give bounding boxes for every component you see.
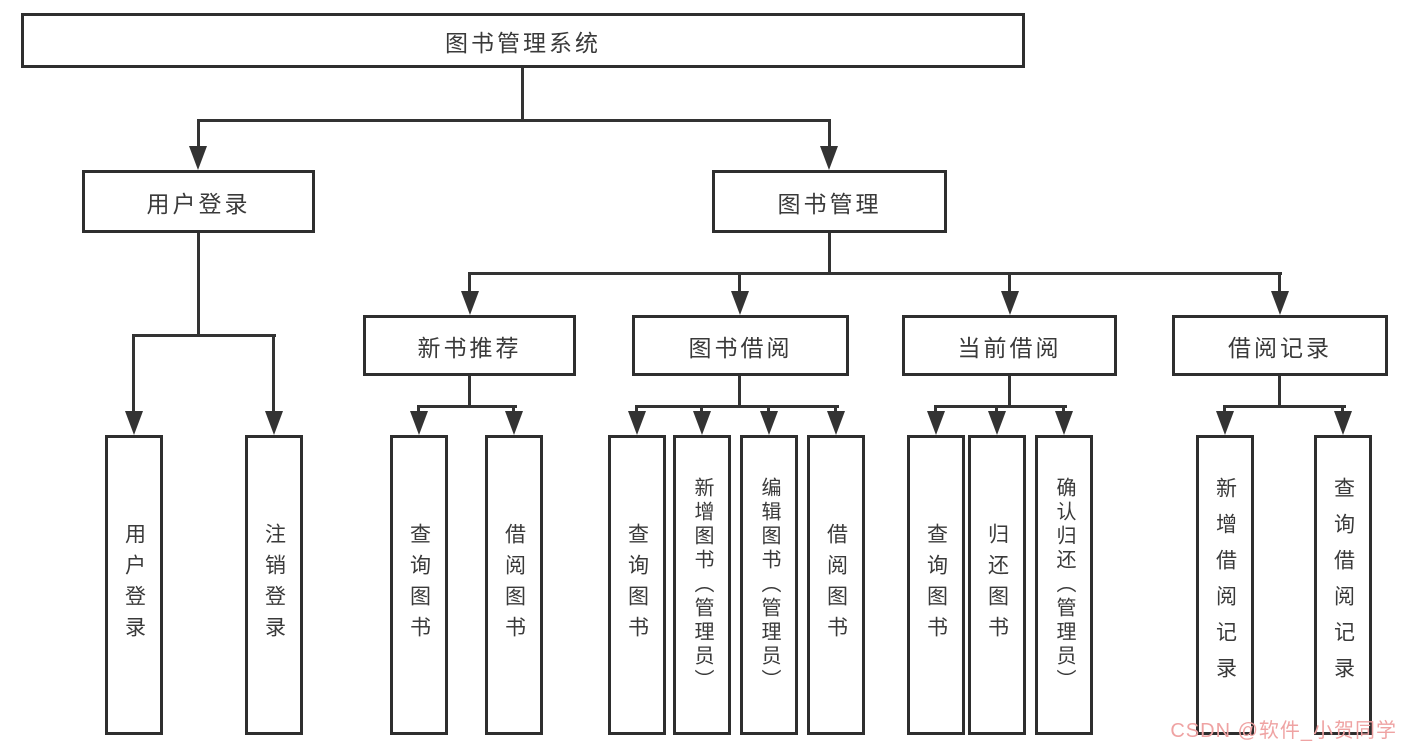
node-user-login: 用户登录 [82,170,315,233]
connector-line [934,405,1067,408]
connector-line [272,334,275,414]
arrow-down-icon [265,411,283,435]
connector-line [132,334,135,414]
connector-line [468,272,1282,275]
connector-line [468,272,471,293]
connector-line [834,405,837,414]
leaf-user-login: 用户登录 [105,435,163,735]
leaf-borrow-books: 借阅图书 [807,435,865,735]
leaf-query-books: 查询图书 [608,435,666,735]
connector-line [512,405,515,414]
arrow-down-icon [461,291,479,315]
arrow-down-icon [927,411,945,435]
arrow-down-icon [760,411,778,435]
leaf-add-books-admin: 新增图书（管理员） [673,435,731,735]
leaf-logout: 注销登录 [245,435,303,735]
leaf-query-borrow-record: 查询借阅记录 [1314,435,1372,735]
node-current-borrow: 当前借阅 [902,315,1117,376]
node-new-book-recommend: 新书推荐 [363,315,576,376]
leaf-query-books: 查询图书 [907,435,965,735]
leaf-borrow-books: 借阅图书 [485,435,543,735]
arrow-down-icon [820,146,838,170]
connector-line [417,405,420,414]
connector-line [468,376,471,407]
arrow-down-icon [410,411,428,435]
csdn-watermark: CSDN @软件_小贺同学 [1170,720,1397,742]
arrow-down-icon [1271,291,1289,315]
arrow-down-icon [1334,411,1352,435]
arrow-down-icon [1001,291,1019,315]
connector-line [417,405,517,408]
node-book-borrow: 图书借阅 [632,315,849,376]
connector-line [521,68,524,120]
connector-line [767,405,770,414]
connector-line [828,119,831,149]
node-book-borrow-label: 图书借阅 [688,334,793,361]
arrow-down-icon [189,146,207,170]
node-book-management: 图书管理 [712,170,947,233]
node-book-management-label: 图书管理 [777,190,882,217]
connector-line [1278,376,1281,407]
arrow-down-icon [988,411,1006,435]
connector-line [1062,405,1065,414]
connector-line [995,405,998,414]
node-root: 图书管理系统 [21,13,1025,68]
arrow-down-icon [1216,411,1234,435]
arrow-down-icon [731,291,749,315]
node-borrow-records-label: 借阅记录 [1228,334,1332,361]
connector-line [635,405,638,414]
connector-line [738,376,741,407]
leaf-return-books: 归还图书 [968,435,1026,735]
connector-line [1341,405,1344,414]
connector-line [1223,405,1226,414]
connector-line [635,405,839,408]
node-root-label: 图书管理系统 [445,29,601,56]
connector-line [132,334,276,337]
node-user-login-label: 用户登录 [146,190,251,217]
connector-line [738,272,741,293]
connector-line [1008,272,1011,293]
connector-line [197,119,200,149]
connector-line [700,405,703,414]
arrow-down-icon [1055,411,1073,435]
leaf-confirm-return-admin: 确认归还（管理员） [1035,435,1093,735]
connector-line [1278,272,1281,293]
connector-line [197,119,831,122]
connector-line [828,233,831,274]
leaf-edit-books-admin: 编辑图书（管理员） [740,435,798,735]
arrow-down-icon [125,411,143,435]
arrow-down-icon [505,411,523,435]
connector-line [934,405,937,414]
connector-line [1223,405,1346,408]
leaf-query-books: 查询图书 [390,435,448,735]
arrow-down-icon [693,411,711,435]
connector-line [1008,376,1011,407]
arrow-down-icon [628,411,646,435]
node-borrow-records: 借阅记录 [1172,315,1388,376]
leaf-add-borrow-record: 新增借阅记录 [1196,435,1254,735]
node-current-borrow-label: 当前借阅 [957,334,1062,361]
arrow-down-icon [827,411,845,435]
node-new-book-recommend-label: 新书推荐 [417,334,522,361]
connector-line [197,233,200,337]
